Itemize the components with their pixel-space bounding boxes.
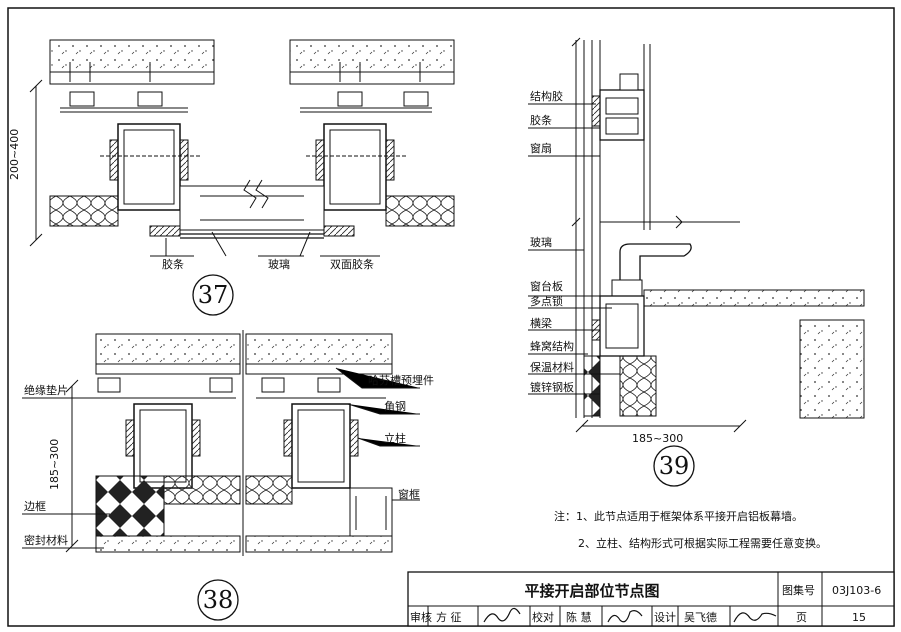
window-frame [179, 185, 325, 231]
lock-handle [619, 243, 692, 283]
detail37-number: 37 [198, 281, 229, 309]
detail39-label-2: 窗扇 [530, 141, 552, 155]
drawing-title: 平接开启部位节点图 [524, 582, 659, 600]
detail38-dim: 185~300 [48, 439, 61, 490]
page-label: 页 [796, 611, 807, 624]
detail37-label-1: 玻璃 [268, 257, 290, 271]
detail-37: 200~400 胶条 玻璃 双面胶条 37 [8, 39, 455, 316]
detail39-label-7: 蜂窝结构 [530, 339, 574, 353]
detail37-label-2: 双面胶条 [330, 257, 374, 271]
detail39-dim: 185~300 [632, 432, 683, 445]
checker-name: 陈 慧 [566, 610, 592, 624]
atlas-label: 图集号 [782, 583, 815, 597]
detail39-number: 39 [659, 452, 690, 480]
detail38-number: 38 [203, 586, 234, 614]
concrete-column [799, 319, 865, 419]
honeycomb-panel [95, 475, 165, 537]
detail38-left-label-0: 绝缘垫片 [24, 383, 68, 397]
note-1: 注：1、此节点适用于框架体系平接开启铝板幕墙。 [554, 509, 803, 523]
designer-name: 吴飞德 [684, 610, 717, 624]
title-block: 平接开启部位节点图 图集号 03J103-6 审核 方 征 校对 陈 慧 设计 … [407, 571, 895, 627]
insulation-right [385, 195, 455, 227]
atlas-number: 03J103-6 [832, 584, 881, 597]
detail39-label-6: 横梁 [530, 316, 552, 330]
insulation-left [49, 195, 119, 227]
page-number: 15 [852, 611, 866, 624]
checker-signature [607, 610, 643, 623]
detail38-right-label-2: 立柱 [384, 431, 406, 445]
detail39-label-5: 多点锁 [530, 294, 563, 308]
detail-38: 185~300 绝缘垫片 边框 密封材料 哈芬槽预埋件 角钢 立柱 窗框 38 [22, 330, 434, 621]
detail38-number-circle [197, 579, 239, 621]
detail38-right-label-0: 哈芬槽预埋件 [368, 374, 434, 387]
designer-signature [733, 612, 777, 623]
design-label: 设计 [654, 611, 676, 624]
detail39-label-4: 窗台板 [530, 279, 563, 293]
mullion-left [117, 123, 181, 211]
window-frame-38 [349, 487, 393, 537]
transom [599, 295, 645, 357]
detail-39: 185~300 结构胶 胶条 窗扇 玻璃 窗台板 多点锁 横梁 蜂窝结构 保温材… [528, 37, 865, 487]
detail38-left-label-2: 密封材料 [24, 533, 68, 547]
detail39-label-9: 镀锌钢板 [530, 380, 574, 394]
mullion-38-right [291, 403, 351, 489]
detail39-label-3: 玻璃 [530, 235, 552, 249]
note-2: 2、立柱、结构形式可根据实际工程需要任意变换。 [578, 536, 827, 550]
detail38-left-label-1: 边框 [24, 500, 46, 513]
detail39-label-0: 结构胶 [530, 89, 563, 103]
sill-board [643, 289, 865, 307]
detail38-right-label-1: 角钢 [384, 400, 406, 413]
detail39-label-8: 保温材料 [530, 360, 574, 374]
check-label: 校对 [532, 610, 554, 624]
reviewer-name: 方 征 [436, 610, 462, 624]
detail37-label-0: 胶条 [162, 257, 184, 271]
detail39-label-1: 胶条 [530, 113, 552, 127]
insulation-39 [619, 355, 657, 417]
concrete-slab-left [49, 39, 215, 73]
review-label: 审核 [410, 610, 432, 624]
detail37-dim: 200~400 [8, 129, 21, 180]
detail39-number-circle [653, 445, 695, 487]
detail37-number-circle [192, 274, 234, 316]
reviewer-signature [483, 607, 521, 623]
mullion-38-left [133, 403, 193, 489]
concrete-slab-right [289, 39, 455, 73]
mullion-right [323, 123, 387, 211]
detail38-right-label-3: 窗框 [398, 487, 420, 501]
